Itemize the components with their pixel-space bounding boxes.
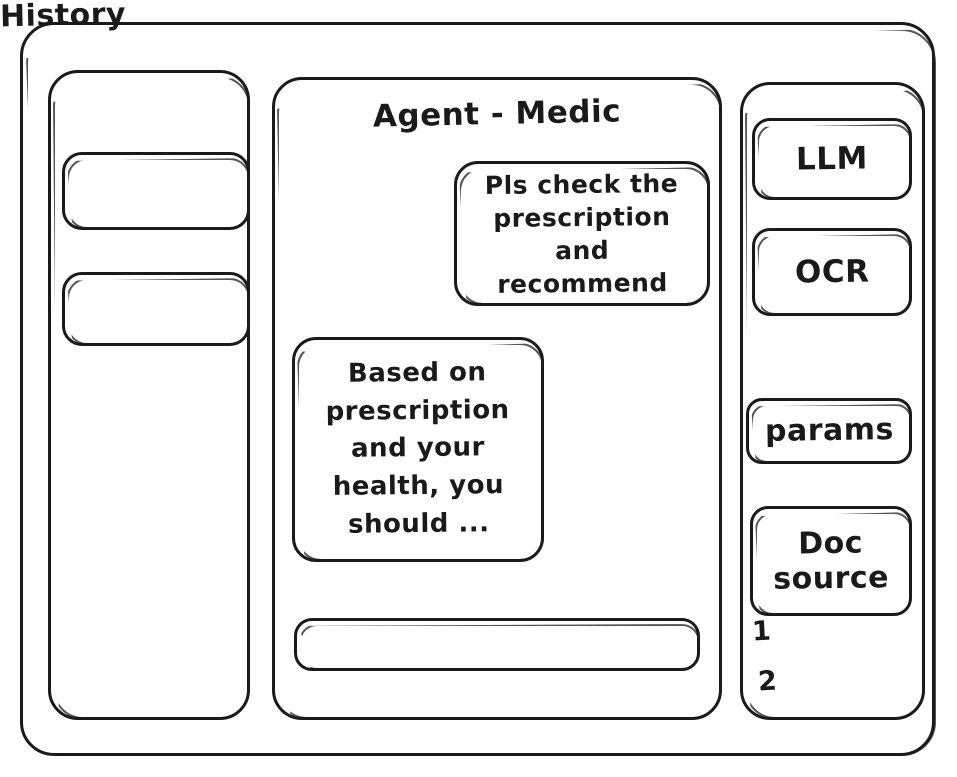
tool-button-label: Doc source: [773, 525, 890, 597]
message-input[interactable]: [294, 618, 700, 671]
history-list-item[interactable]: [62, 152, 250, 230]
doc-source-ref-item[interactable]: 2: [757, 665, 779, 698]
user-message-text: Pls check the prescription and recommend: [484, 168, 679, 299]
tool-button-ocr[interactable]: OCR: [752, 228, 912, 316]
doc-source-ref-item[interactable]: 1: [751, 615, 773, 648]
assistant-message-text: Based on prescription and your health, y…: [325, 357, 510, 540]
user-message-bubble: Pls check the prescription and recommend: [454, 161, 710, 306]
tool-button-label: OCR: [794, 253, 870, 291]
tool-button-label: LLM: [795, 140, 869, 178]
history-list-item[interactable]: [62, 272, 250, 346]
assistant-message-bubble: Based on prescription and your health, y…: [292, 337, 544, 562]
history-panel-title: History: [0, 0, 127, 35]
tool-button-label: params: [764, 412, 894, 450]
tool-button-llm[interactable]: LLM: [752, 118, 912, 200]
tool-button-params[interactable]: params: [746, 398, 912, 464]
tool-button-doc-source[interactable]: Doc source: [750, 506, 912, 616]
